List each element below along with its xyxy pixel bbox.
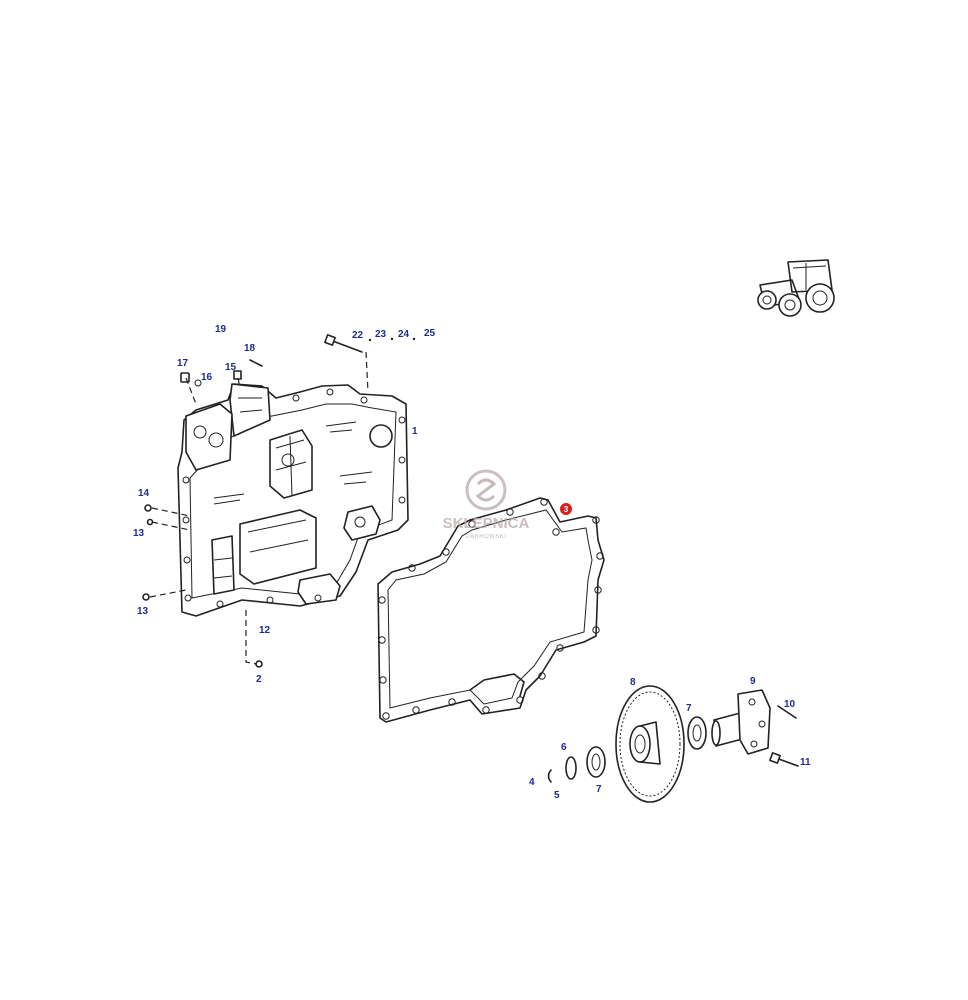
callout-11: 11 [800,757,811,768]
callout-12: 12 [259,625,271,636]
callout-7-right: 7 [686,703,692,714]
assembly-lines [149,351,369,665]
callout-18: 18 [244,343,256,354]
callout-7-left: 7 [596,784,602,795]
callout-9: 9 [750,676,756,687]
callout-2: 2 [256,674,262,685]
callout-25: 25 [424,328,436,339]
callout-6: 6 [561,742,567,753]
callout-19: 19 [215,324,227,335]
callout-13-upper: 13 [133,528,145,539]
callout-15: 15 [225,362,237,373]
tractor-icon [757,259,835,317]
gear-assembly [547,685,799,803]
callout-13-lower: 13 [137,606,149,617]
bracket-9 [711,689,771,755]
highlight-marker[interactable] [560,503,572,515]
callout-1: 1 [412,426,418,437]
callout-10: 10 [784,699,796,710]
rear-housing [177,383,409,617]
callout-labels: 1 2 4 5 6 7 7 8 9 10 11 12 13 13 14 15 1… [133,324,811,801]
gear-8 [615,685,685,803]
callout-17: 17 [177,358,189,369]
callout-16: 16 [201,372,213,383]
housing-hardware [142,334,416,668]
gasket [377,497,605,723]
highlighted-callout[interactable]: 3 [560,503,572,515]
watermark-logo: SKLEPNICA DĄBROWSKI [443,469,530,540]
watermark-brand: SKLEPNICA [443,515,530,532]
callout-3[interactable]: 3 [564,505,569,514]
callout-4: 4 [529,777,535,788]
callout-22: 22 [352,330,364,341]
callout-24: 24 [398,329,410,340]
callout-23: 23 [375,329,387,340]
callout-5: 5 [554,790,560,801]
watermark-sub: DĄBROWSKI [465,534,506,540]
callout-8: 8 [630,677,636,688]
callout-14: 14 [138,488,150,499]
